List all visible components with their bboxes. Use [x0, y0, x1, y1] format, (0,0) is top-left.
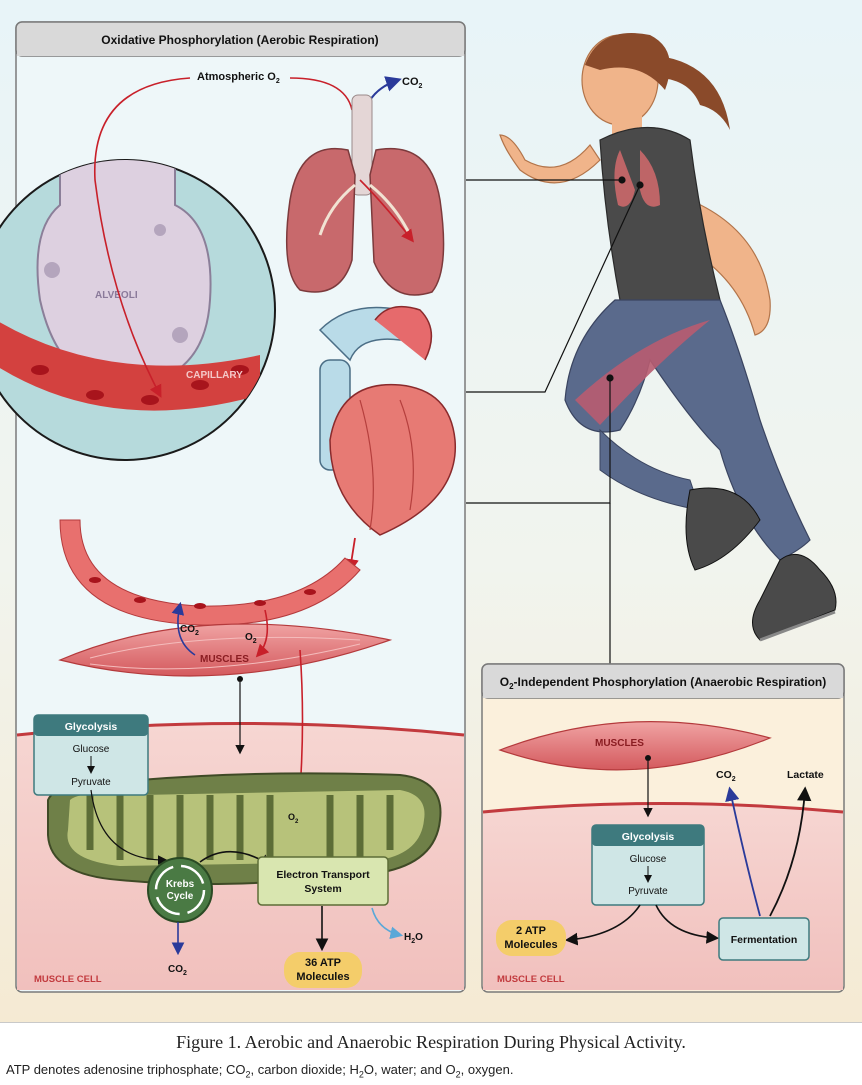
- atp2-line1: 2 ATP: [516, 925, 546, 937]
- mito-o2-label: O2: [288, 812, 299, 825]
- electron-transport-box: Electron Transport System: [257, 856, 389, 906]
- anaerobic-muscle: MUSCLES: [498, 721, 772, 818]
- atp36-line2: Molecules: [296, 971, 349, 983]
- aerobic-glucose: Glucose: [73, 744, 110, 755]
- anaerobic-glucose: Glucose: [630, 854, 667, 865]
- anaerobic-co2-label: CO2: [716, 769, 736, 783]
- aerobic-pyruvate: Pyruvate: [71, 777, 111, 788]
- aerobic-muscles-label: MUSCLES: [200, 654, 249, 665]
- aerobic-muscle-cell-label: MUSCLE CELL: [34, 974, 102, 985]
- muscle-o2-label: O2: [245, 632, 257, 645]
- fermentation-box: Fermentation: [718, 917, 810, 961]
- alveoli-label: ALVEOLI: [95, 290, 138, 301]
- co2-top-label: CO2: [402, 76, 423, 90]
- atp36-line1: 36 ATP: [305, 957, 341, 969]
- krebs-line2: Cycle: [167, 891, 194, 902]
- atp2-line2: Molecules: [504, 939, 557, 951]
- anaerobic-pyruvate: Pyruvate: [628, 886, 668, 897]
- abbreviation-note: ATP denotes adenosine triphosphate; CO2,…: [6, 1062, 514, 1080]
- etc-line1: Electron Transport: [276, 869, 370, 881]
- runner-illustration: [499, 33, 837, 642]
- anaerobic-glycolysis-box: Glycolysis Glucose Pyruvate: [591, 824, 705, 906]
- anaerobic-panel-title: O2-Independent Phosphorylation (Anaerobi…: [500, 675, 826, 691]
- anaerobic-glycolysis-title: Glycolysis: [622, 831, 675, 843]
- krebs-co2-label: CO2: [168, 964, 187, 977]
- anaerobic-muscle-cell-label: MUSCLE CELL: [497, 974, 565, 985]
- atp-2-badge: 2 ATP Molecules: [496, 920, 566, 956]
- aerobic-panel-title: Oxidative Phosphorylation (Aerobic Respi…: [101, 33, 378, 47]
- figure-caption: Figure 1. Aerobic and Anaerobic Respirat…: [176, 1032, 686, 1052]
- atmospheric-o2-label: Atmospheric O2: [197, 71, 280, 85]
- oxygen-path-arrow: [94, 77, 191, 398]
- heart-illustration: [318, 305, 456, 574]
- alveoli-illustration: ALVEOLI CAPILLARY: [0, 159, 276, 461]
- capillary-label: CAPILLARY: [186, 370, 243, 381]
- h2o-label: H2O: [404, 932, 423, 945]
- mitochondrion: [47, 772, 442, 885]
- figure-panel: ALVEOLI CAPILLARY Atmospheric O2 CO2 MUS…: [0, 0, 862, 1023]
- lungs-illustration: [285, 94, 445, 296]
- aerobic-muscle: MUSCLES: [58, 601, 393, 755]
- connector-lines: [466, 176, 644, 664]
- etc-line2: System: [304, 883, 341, 895]
- atp-36-badge: 36 ATP Molecules: [284, 952, 362, 988]
- krebs-cycle: Krebs Cycle: [147, 857, 213, 956]
- lactate-label: Lactate: [787, 769, 824, 781]
- aerobic-glycolysis-title: Glycolysis: [65, 721, 118, 733]
- fermentation-label: Fermentation: [731, 934, 798, 946]
- anaerobic-muscles-label: MUSCLES: [595, 738, 644, 749]
- artery-to-muscle: [59, 519, 361, 626]
- muscle-co2-label: CO2: [180, 624, 199, 637]
- aerobic-glycolysis-box: Glycolysis Glucose Pyruvate: [33, 714, 149, 796]
- krebs-line1: Krebs: [166, 879, 195, 890]
